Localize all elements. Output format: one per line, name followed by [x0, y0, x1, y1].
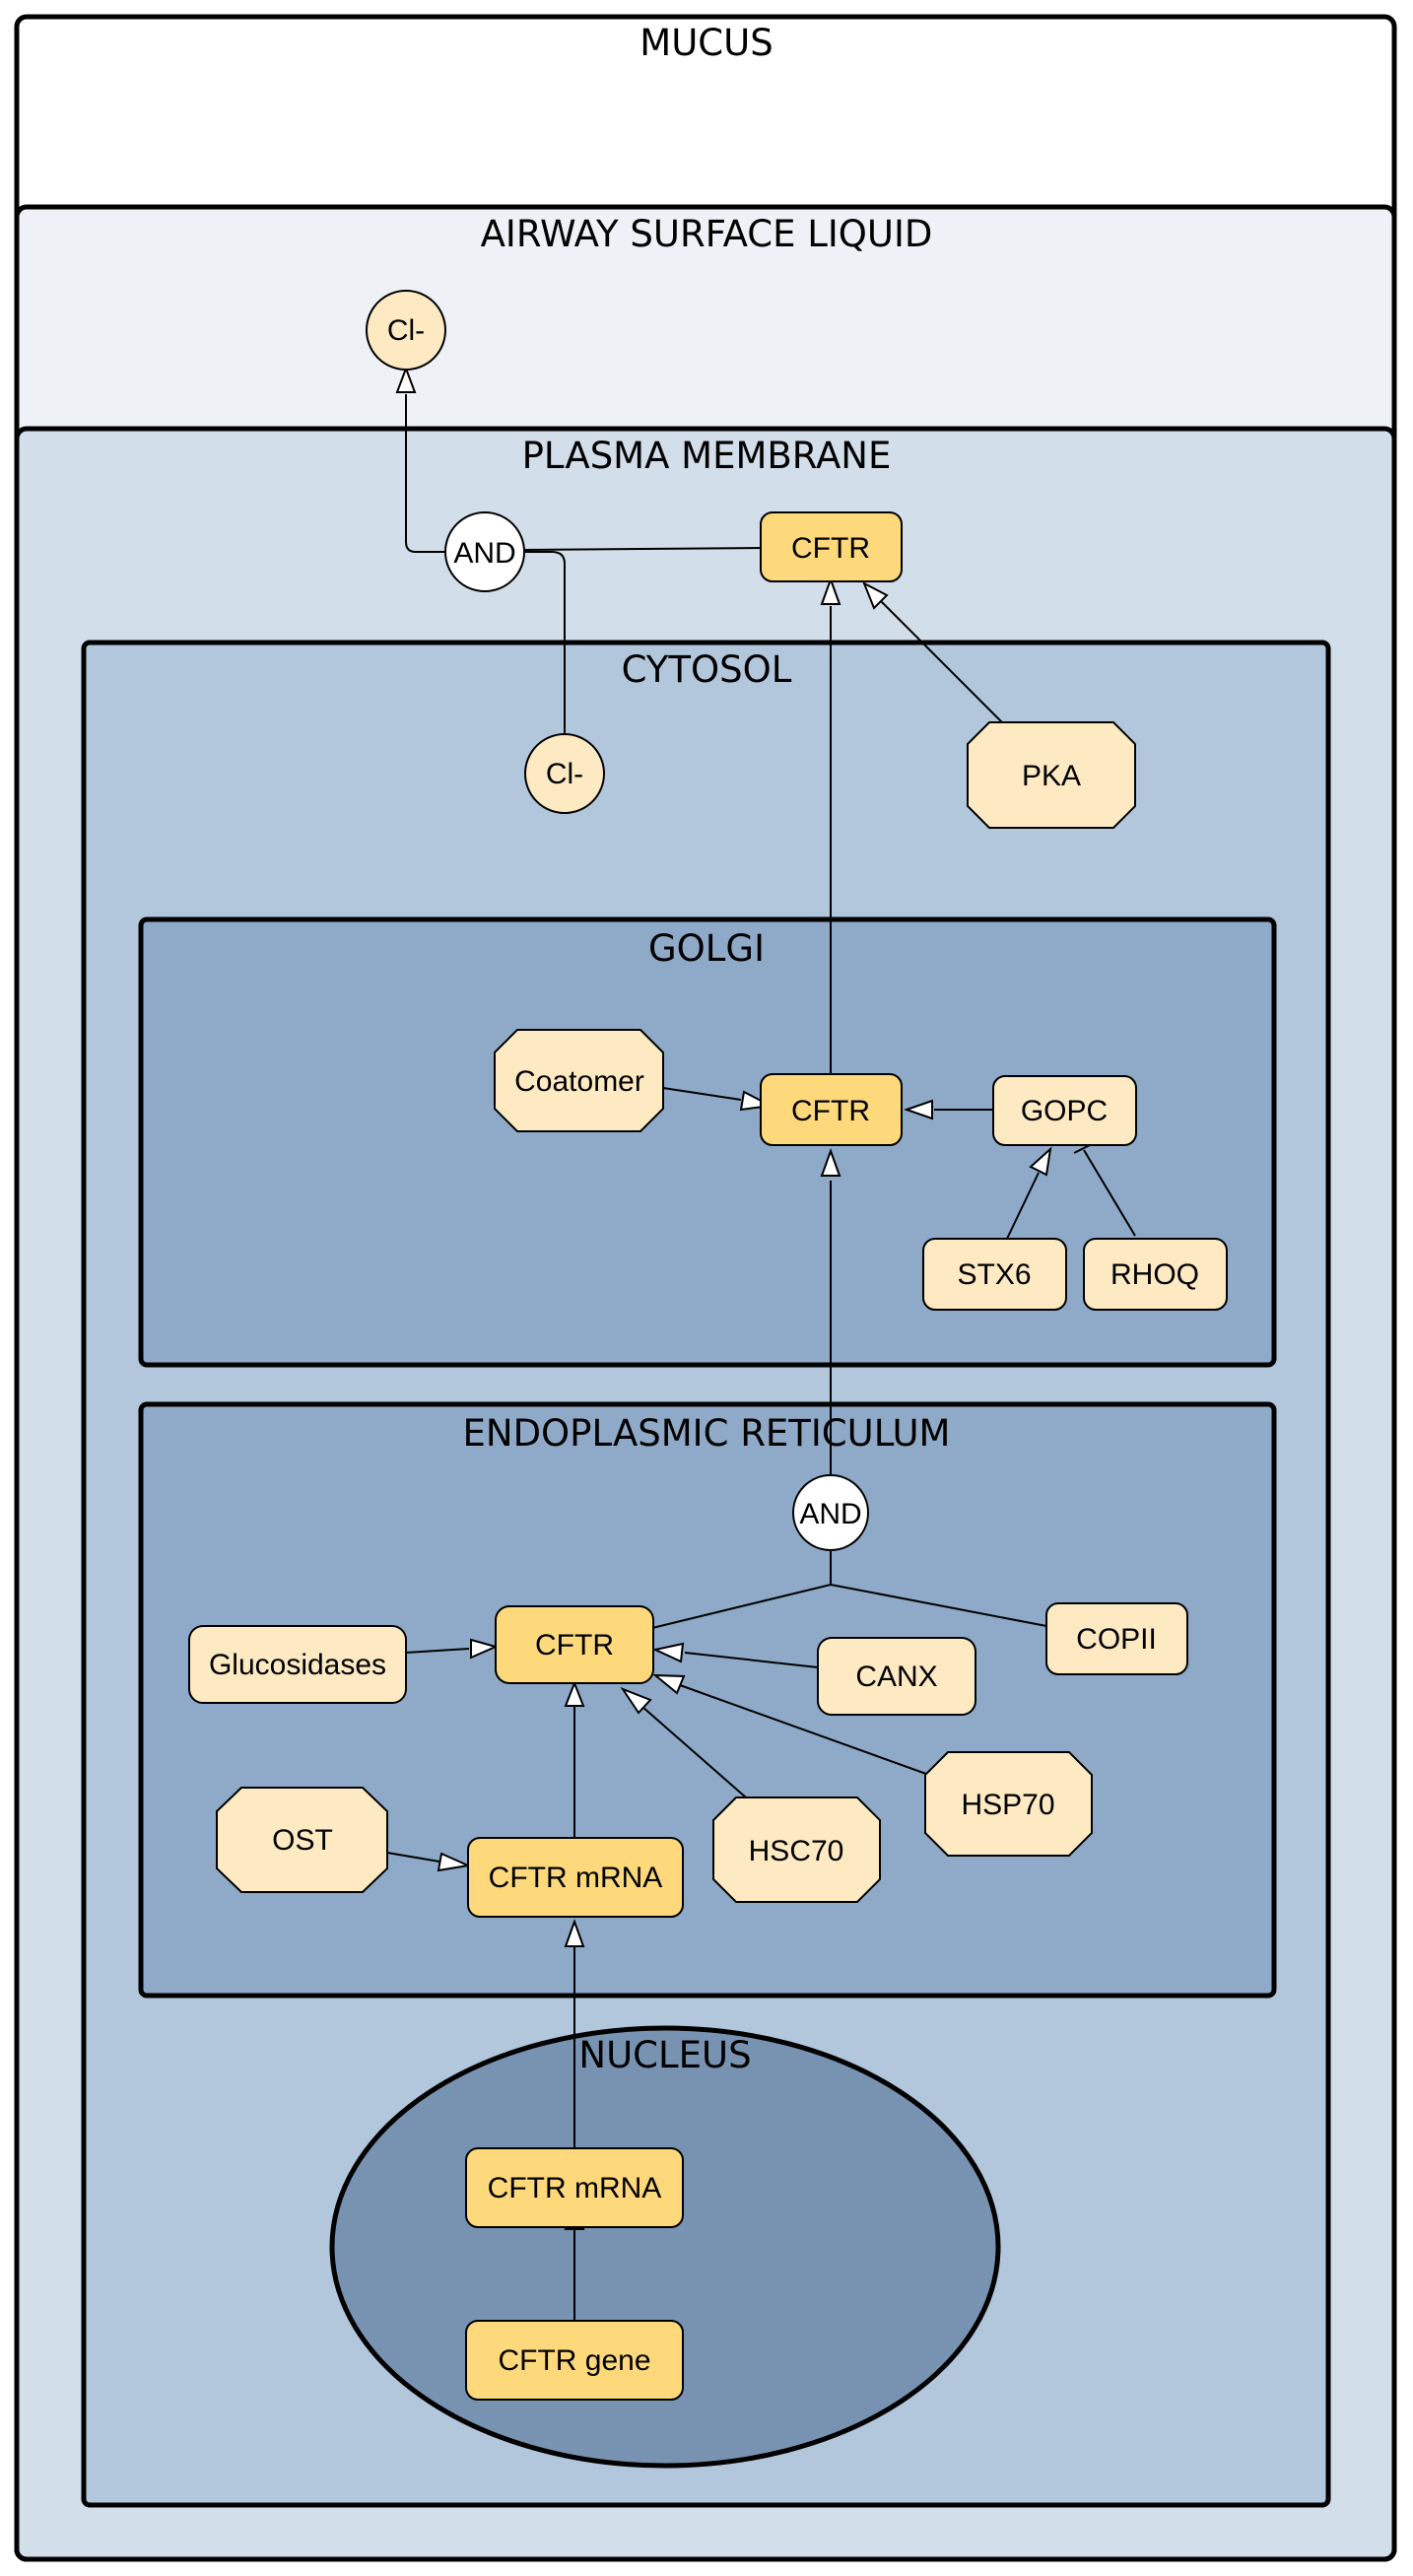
airway-surface-liquid-label: AIRWAY SURFACE LIQUID: [481, 213, 933, 255]
node-copii-shape: [1045, 1602, 1188, 1675]
node-ost: OST: [216, 1787, 388, 1893]
node-stx6: STX6: [922, 1238, 1067, 1311]
node-gopc: GOPC: [992, 1075, 1137, 1146]
node-hsc70: HSC70: [712, 1796, 881, 1903]
node-hsc70-shape: [712, 1796, 881, 1903]
node-cl-cytosol-label: Cl-: [546, 758, 583, 790]
node-cftr-er: CFTR: [495, 1605, 654, 1684]
node-cftr-pm-shape: [760, 511, 903, 582]
node-hsp70-shape: [924, 1751, 1093, 1857]
node-gopc-label: GOPC: [1021, 1095, 1108, 1127]
arrowhead-icon: [820, 1148, 841, 1177]
arrowhead-icon: [903, 1099, 933, 1120]
node-cl-asl-label: Cl-: [387, 314, 425, 347]
edge-cl-cytosol-to-and: [522, 551, 566, 734]
node-hsp70-label: HSP70: [961, 1789, 1054, 1821]
node-cftr-mrna-nucleus-shape: [465, 2147, 684, 2228]
node-cftr-er-shape: [495, 1605, 654, 1684]
cytosol-label: CYTOSOL: [622, 648, 792, 691]
node-coatomer: Coatomer: [494, 1029, 664, 1132]
edge-pka-to-cftr-pm: [878, 598, 1003, 723]
arrowhead-icon: [437, 1852, 472, 1872]
plasma-membrane-label: PLASMA MEMBRANE: [522, 435, 892, 477]
arrowhead-icon: [564, 1919, 585, 1947]
edges: [386, 394, 1136, 2321]
node-cftr-pm-label: CFTR: [791, 532, 870, 565]
node-cl-asl: Cl-: [366, 290, 446, 371]
node-cftr-mrna-nucleus-label: CFTR mRNA: [488, 2172, 662, 2204]
node-and-pm-label: AND: [453, 537, 515, 570]
arrowhead-icon: [395, 366, 417, 393]
arrowhead-icon: [470, 1638, 499, 1660]
node-hsc70-label: HSC70: [749, 1835, 844, 1867]
node-copii-label: COPII: [1076, 1623, 1157, 1656]
edge-coatomer-to-cftr: [662, 1087, 742, 1101]
node-cl-cytosol: Cl-: [524, 733, 605, 814]
node-stx6-shape: [922, 1238, 1067, 1311]
arrowhead-icon: [862, 580, 889, 610]
node-cftr-gene-shape: [465, 2320, 684, 2401]
node-gopc-shape: [992, 1075, 1137, 1146]
node-coatomer-shape: [494, 1029, 664, 1132]
node-cftr-mrna-er-shape: [467, 1837, 684, 1918]
nucleus-label: NUCLEUS: [578, 2034, 751, 2076]
node-and-er: AND: [792, 1474, 869, 1551]
node-glucosidases: Glucosidases: [188, 1625, 407, 1704]
node-and-pm: AND: [444, 511, 525, 592]
edge-and-to-cl-asl: [405, 394, 446, 553]
node-canx: CANX: [817, 1637, 976, 1716]
node-hsp70: HSP70: [924, 1751, 1093, 1857]
node-glucosidases-shape: [188, 1625, 407, 1704]
arrowhead-icon: [1029, 1146, 1052, 1177]
er-label: ENDOPLASMIC RETICULUM: [463, 1412, 951, 1455]
edge-glucosidases-to-cftr: [405, 1648, 470, 1654]
edge-hsp70-to-cftr: [679, 1684, 927, 1775]
arrowhead-icon: [564, 1680, 585, 1707]
node-cftr-golgi-label: CFTR: [791, 1095, 870, 1127]
node-and-er-label: AND: [799, 1498, 861, 1530]
arrowhead-icon: [651, 1642, 685, 1663]
node-cftr-er-label: CFTR: [535, 1629, 614, 1661]
node-ost-label: OST: [272, 1824, 333, 1857]
node-cftr-mrna-er-label: CFTR mRNA: [489, 1862, 663, 1894]
node-cl-asl-shape: [366, 290, 446, 371]
node-cl-cytosol-shape: [524, 733, 605, 814]
edge-canx-to-cftr: [684, 1652, 819, 1668]
node-cftr-golgi-shape: [760, 1073, 903, 1146]
golgi-label: GOLGI: [648, 927, 765, 970]
node-cftr-pm: CFTR: [760, 511, 903, 582]
node-canx-label: CANX: [855, 1661, 937, 1693]
node-ost-shape: [216, 1787, 388, 1893]
node-coatomer-label: Coatomer: [514, 1065, 644, 1098]
node-cftr-mrna-er: CFTR mRNA: [467, 1837, 684, 1918]
node-rhoq-shape: [1083, 1238, 1228, 1311]
node-copii: COPII: [1045, 1602, 1188, 1675]
node-and-er-shape: [792, 1474, 869, 1551]
node-rhoq-label: RHOQ: [1110, 1258, 1199, 1291]
node-rhoq: RHOQ: [1083, 1238, 1228, 1311]
node-glucosidases-label: Glucosidases: [209, 1649, 386, 1681]
node-cftr-gene-label: CFTR gene: [498, 2344, 650, 2377]
node-pka-label: PKA: [1022, 760, 1081, 792]
arrowhead-icon: [620, 1686, 652, 1715]
edge-ost-to-mrna: [386, 1852, 440, 1863]
node-stx6-label: STX6: [957, 1258, 1031, 1291]
node-and-pm-shape: [444, 511, 525, 592]
edge-rhoq-to-gopc: [1083, 1149, 1136, 1237]
node-cftr-golgi: CFTR: [760, 1073, 903, 1146]
edge-stx6-to-gopc: [1006, 1172, 1040, 1240]
mucus-label: MUCUS: [639, 22, 773, 64]
node-cftr-gene: CFTR gene: [465, 2320, 684, 2401]
edge-cftr-pm-to-and: [521, 547, 762, 551]
edge-hsc70-to-cftr: [641, 1706, 747, 1798]
node-canx-shape: [817, 1637, 976, 1716]
arrowhead-icon: [820, 576, 841, 605]
node-pka: PKA: [967, 721, 1136, 829]
node-pka-shape: [967, 721, 1136, 829]
arrowhead-icon: [652, 1673, 686, 1695]
node-cftr-mrna-nucleus: CFTR mRNA: [465, 2147, 684, 2228]
